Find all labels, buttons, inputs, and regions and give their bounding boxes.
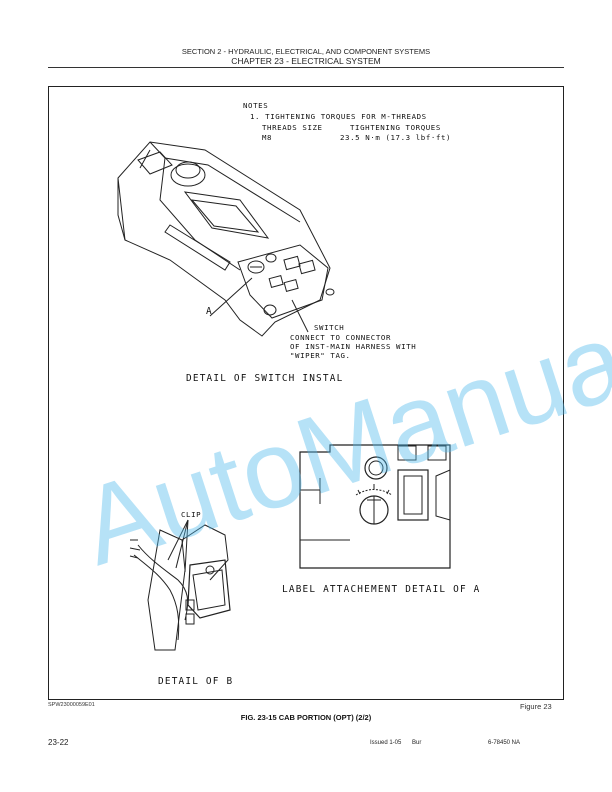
detail-label-title: LABEL ATTACHEMENT DETAIL OF A [282,584,481,595]
figure-number: Figure 23 [520,702,552,711]
console-drawing [117,141,335,337]
notes-row-size: M8 [262,133,273,142]
chapter-header: CHAPTER 23 - ELECTRICAL SYSTEM [231,56,381,66]
detail-switch-title: DETAIL OF SWITCH INSTAL [186,373,344,384]
notes-col-torque: TIGHTENING TORQUES [350,123,441,132]
clip-label: CLIP [181,510,202,519]
section-header: SECTION 2 - HYDRAULIC, ELECTRICAL, AND C… [181,47,431,56]
notes-row-torque: 23.5 N·m (17.3 lbf·ft) [340,133,452,142]
switch-note-1: CONNECT TO CONNECTOR [290,333,391,342]
issue-date: Issued 1-05 [370,740,402,746]
figure-caption: FIG. 23-15 CAB PORTION (OPT) (2/2) [240,713,372,722]
detail-a-drawing [299,444,451,569]
page-number: 23-22 [48,738,69,747]
header-rule [48,67,564,68]
switch-note-3: "WIPER" TAG. [290,351,351,360]
switch-label: SWITCH [314,323,345,332]
notes-line1: 1. TIGHTENING TORQUES FOR M-THREADS [250,112,427,121]
issue-language: Bur [412,740,422,746]
figure-frame [48,86,564,700]
switch-note-2: OF INST-MAIN HARNESS WITH [290,342,417,351]
notes-title: NOTES [243,101,269,110]
label-a: A [206,306,213,317]
drawing-code: SPW23000059E01 [48,702,95,708]
detail-b-title: DETAIL OF B [158,676,234,687]
detail-b-drawing [129,519,231,651]
notes-col-size: THREADS SIZE [262,123,323,132]
document-number: 6-78450 NA [488,740,521,746]
